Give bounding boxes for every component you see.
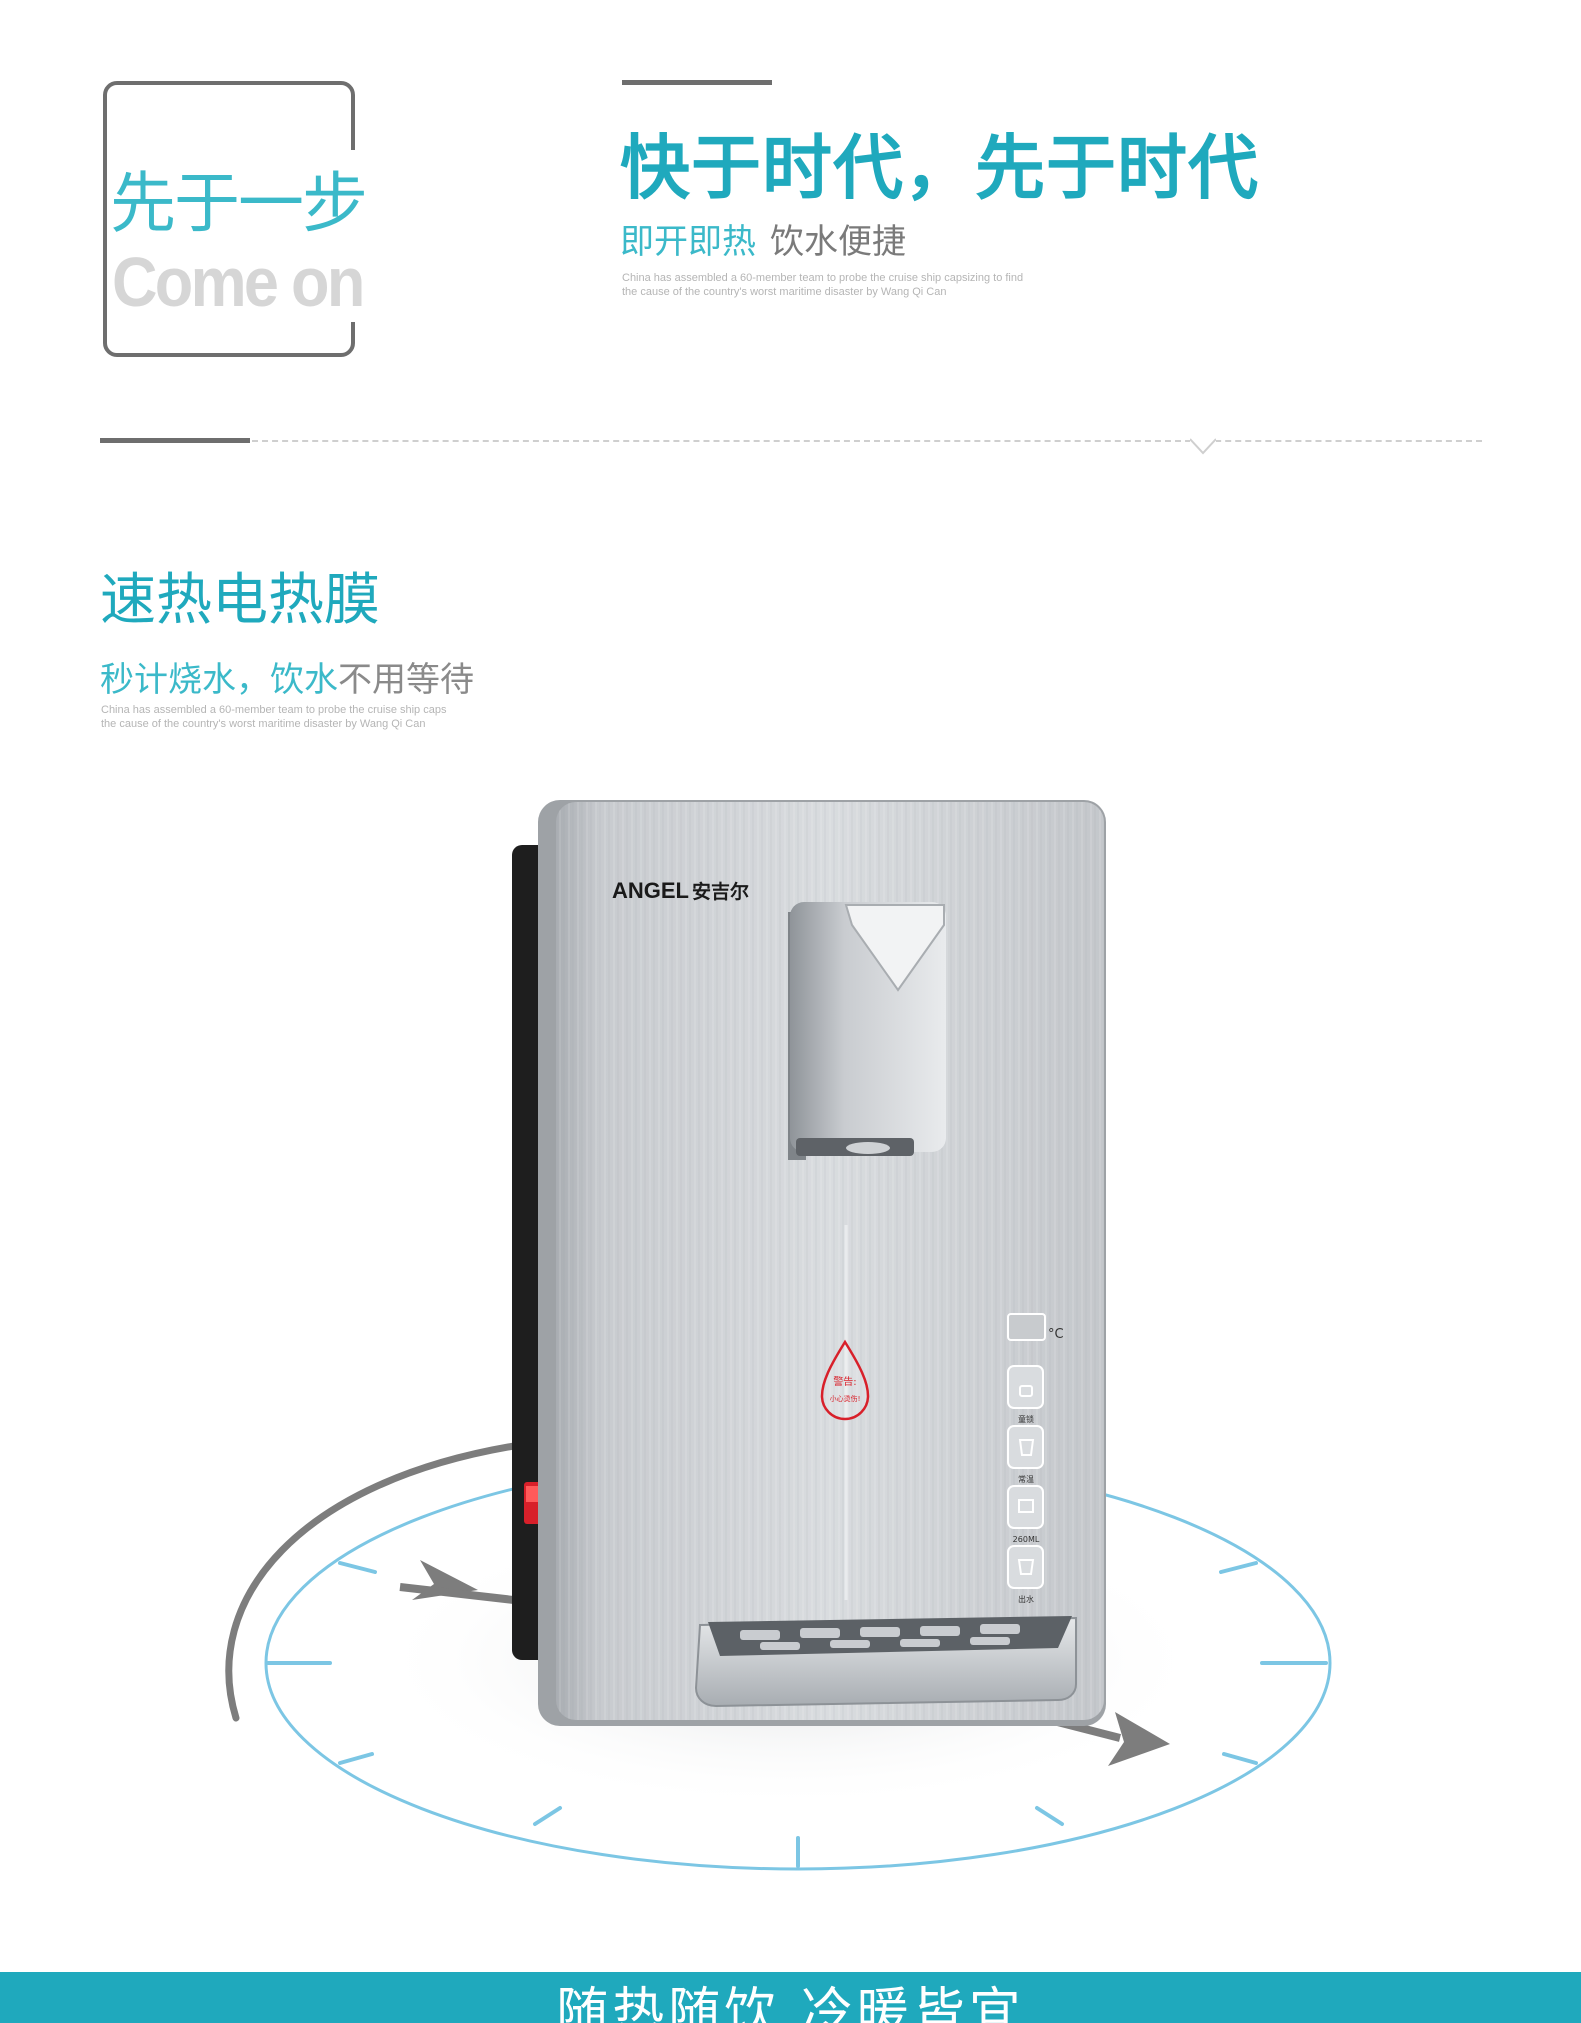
svg-text:常温: 常温: [1018, 1475, 1034, 1484]
svg-text:警告:: 警告:: [833, 1375, 856, 1388]
front-panel: [538, 800, 1106, 1726]
temperature-unit: °C: [1048, 1327, 1064, 1342]
badge-subtitle: Come on: [112, 242, 365, 322]
cup-icon: [1018, 1439, 1035, 1456]
dispense-button: 出水: [1007, 1545, 1044, 1604]
temperature-display: [1007, 1313, 1046, 1341]
svg-text:小心烫伤!: 小心烫伤!: [830, 1394, 861, 1403]
lock-button: 童锁: [1007, 1365, 1044, 1424]
badge-title: 先于一步: [110, 150, 372, 246]
section-title: 速热电热膜: [100, 568, 380, 633]
volume-icon: [1018, 1499, 1034, 1513]
hero-fine-print-line: the cause of the country's worst maritim…: [622, 286, 947, 298]
divider-notch: [1190, 438, 1216, 455]
headline: 快于时代，先于时代: [620, 127, 1259, 209]
section-fine-print-line: China has assembled a 60-member team to …: [101, 704, 447, 716]
section-subtitle-accent: 秒计烧水，饮水: [100, 660, 338, 700]
drip-tray: [694, 1616, 1077, 1708]
section-subtitle-rest: 不用等待: [338, 660, 474, 700]
svg-text:260ML: 260ML: [1013, 1535, 1040, 1544]
svg-text:童锁: 童锁: [1018, 1414, 1034, 1424]
volume-button: 260ML: [1007, 1485, 1044, 1544]
hero-tagline: 即开即热饮水便捷: [620, 214, 906, 263]
bottom-banner-text: 随热随饮 冷暖皆宜: [556, 1983, 1025, 2023]
brand-logo-cn: 安吉尔: [692, 880, 749, 903]
bottom-banner: 随热随饮 冷暖皆宜: [0, 1972, 1581, 2023]
water-icon: [1017, 1559, 1035, 1575]
product-illustration: ANGEL 安吉尔 警告: 小心烫伤! °C 童锁 常温 260: [225, 800, 1332, 1871]
hero-tagline-rest: 饮水便捷: [770, 222, 906, 262]
hero-tagline-accent: 即开即热: [620, 222, 756, 262]
section-fine-print: China has assembled a 60-member team to …: [101, 703, 446, 731]
water-spout: [788, 902, 946, 1160]
section-subtitle: 秒计烧水，饮水不用等待: [100, 652, 474, 701]
hero-fine-print: China has assembled a 60-member team to …: [622, 271, 1023, 299]
room-temp-button: 常温: [1007, 1425, 1044, 1484]
svg-text:出水: 出水: [1018, 1594, 1034, 1604]
divider-dashed: [252, 440, 1482, 442]
headline-accent-bar: [622, 80, 772, 85]
section-fine-print-line: the cause of the country's worst maritim…: [101, 718, 426, 730]
control-panel: °C 童锁 常温 260ML 出水: [1007, 1313, 1064, 1604]
warning-drop: 警告: 小心烫伤!: [820, 1339, 870, 1421]
hero-fine-print-line: China has assembled a 60-member team to …: [622, 272, 1024, 284]
brand-logo: ANGEL: [612, 878, 689, 903]
rotation-arc: [225, 1441, 524, 1722]
divider-solid: [100, 438, 250, 443]
lock-icon: [1019, 1385, 1033, 1397]
